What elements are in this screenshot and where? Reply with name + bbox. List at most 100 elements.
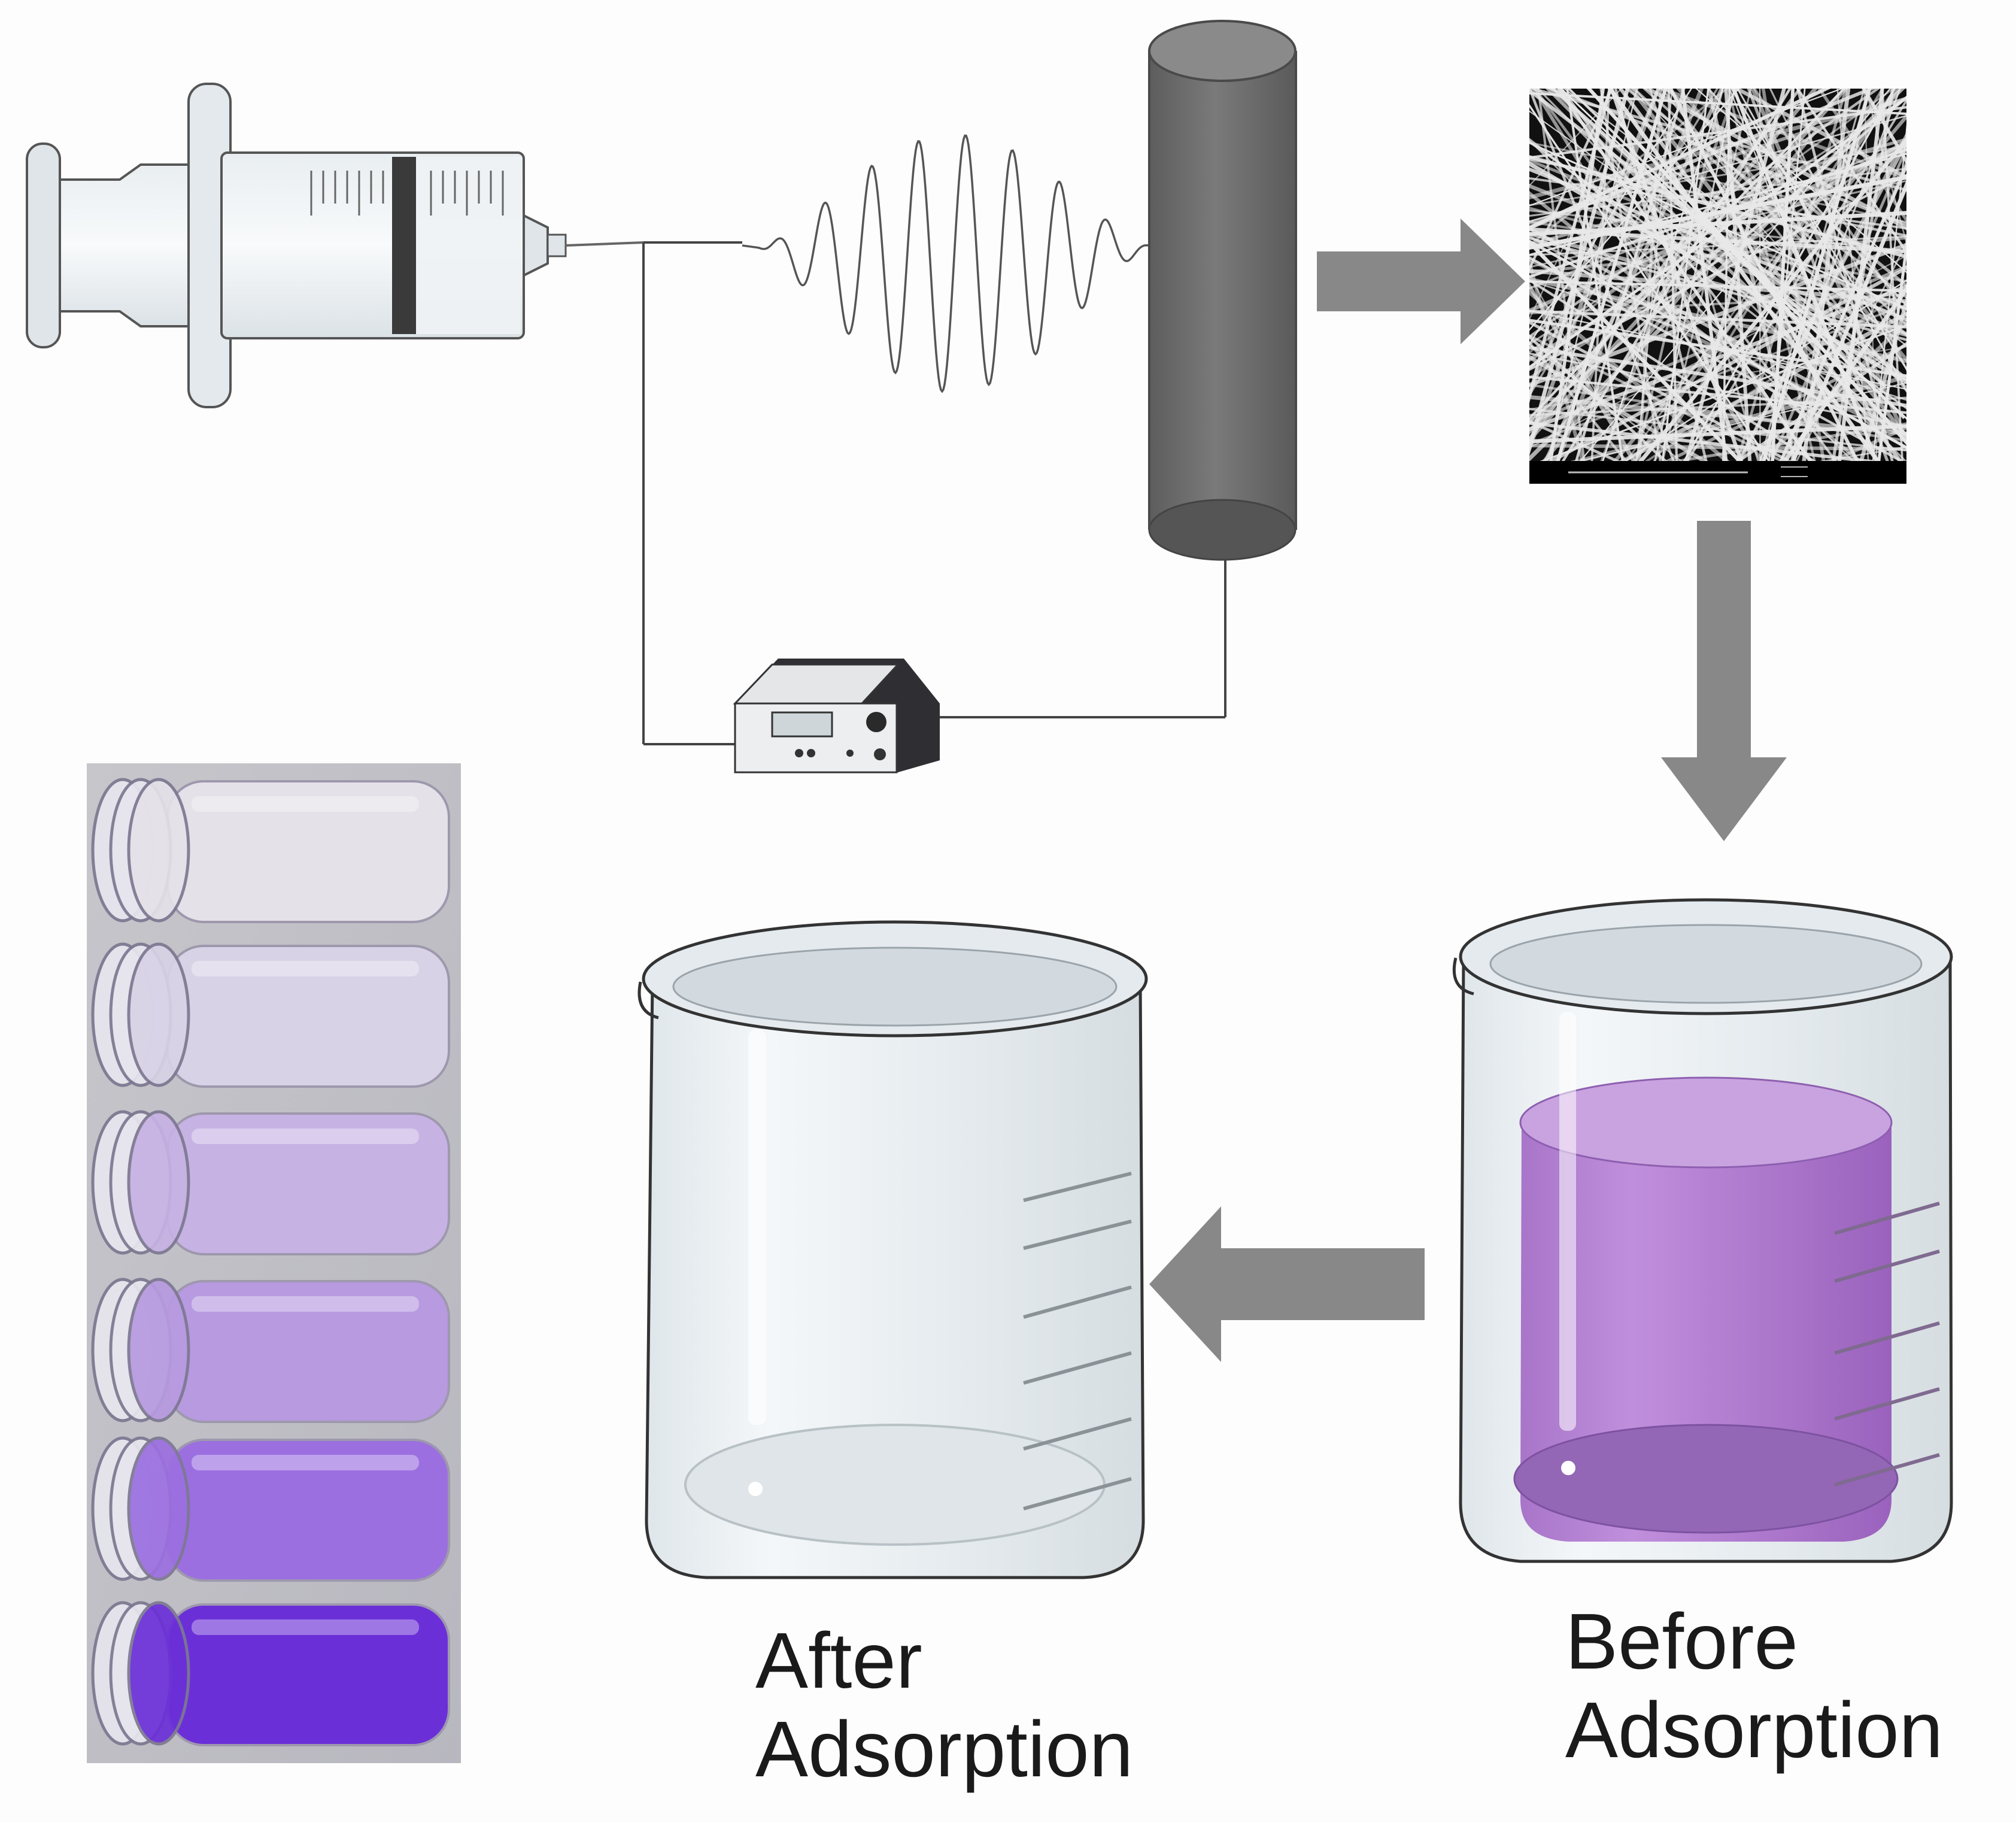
nanofiber-strand xyxy=(1529,408,1906,452)
nanofiber-strand xyxy=(1529,319,1906,378)
rotating-collector-icon xyxy=(1148,20,1297,561)
nanofiber-strand xyxy=(1529,352,1906,427)
nanofiber-strand xyxy=(1785,89,1871,484)
dye-vials-photo xyxy=(87,763,461,1763)
nanofiber-strand xyxy=(1529,167,1906,322)
nanofiber-strand xyxy=(1747,89,1897,484)
nanofiber-strand xyxy=(1617,343,1906,484)
syringe-icon xyxy=(26,83,644,408)
nanofiber-strand xyxy=(1529,89,1844,207)
nanofiber-strand xyxy=(1568,89,1686,484)
nanofiber-strand xyxy=(1547,89,1704,484)
nanofiber-strand xyxy=(1529,89,1905,462)
nanofiber-strand xyxy=(1881,89,1905,484)
nanofiber-strand xyxy=(1817,89,1906,223)
circuit-wires xyxy=(642,241,1226,745)
nanofiber-strand xyxy=(1529,177,1906,230)
nanofiber-strand xyxy=(1667,89,1678,484)
nanofiber-strand xyxy=(1529,141,1906,410)
nanofiber-strand xyxy=(1836,89,1871,484)
nanofiber-strand xyxy=(1835,89,1884,484)
nanofiber-strand xyxy=(1593,113,1906,484)
nanofiber-strand xyxy=(1753,89,1906,318)
nanofiber-strand xyxy=(1670,89,1896,484)
electrospinning-jet-icon xyxy=(742,134,1150,393)
before-label-line1: Before xyxy=(1565,1597,1798,1685)
nanofiber-strand xyxy=(1529,424,1906,444)
nanofiber-strand xyxy=(1529,235,1906,256)
nanofiber-strand xyxy=(1529,282,1650,484)
nanofiber-strand xyxy=(1545,89,1887,428)
nanofiber-strand xyxy=(1529,334,1830,484)
nanofiber-strand xyxy=(1529,239,1906,450)
nanofiber-strand xyxy=(1610,289,1906,484)
dye-vial xyxy=(91,778,450,923)
nanofiber-strand xyxy=(1529,157,1906,237)
dye-vial xyxy=(91,1601,450,1746)
before-label-line2: Adsorption xyxy=(1565,1685,1944,1774)
beaker-with-dye-icon xyxy=(1452,898,1953,1563)
nanofiber-strand xyxy=(1642,89,1906,327)
nanofiber-strand xyxy=(1529,141,1906,223)
nanofiber-strand xyxy=(1529,168,1906,217)
nanofiber-strand xyxy=(1529,284,1906,432)
nanofiber-strand xyxy=(1529,180,1906,268)
dye-vial xyxy=(91,1436,450,1582)
nanofiber-strand xyxy=(1529,139,1906,362)
nanofiber-strand xyxy=(1529,89,1623,187)
after-label-line1: After xyxy=(755,1616,922,1704)
nanofiber-strand xyxy=(1616,89,1900,484)
empty-beaker-icon xyxy=(637,920,1148,1579)
nanofiber-strand xyxy=(1529,341,1647,484)
nanofiber-strand xyxy=(1557,89,1827,484)
nanofiber-strand xyxy=(1546,89,1906,226)
beaker-graduations xyxy=(1834,1202,1940,1487)
beaker-graduations xyxy=(1023,1172,1132,1510)
nanofiber-strand xyxy=(1529,89,1639,321)
nanofiber-strand xyxy=(1529,265,1906,425)
nanofiber-strand xyxy=(1777,426,1906,484)
nanofiber-strand xyxy=(1695,89,1906,274)
after-label-line2: Adsorption xyxy=(755,1704,1134,1793)
nanofiber-strand xyxy=(1637,89,1662,484)
before-adsorption-label: Before Adsorption xyxy=(1565,1597,1943,1775)
dye-vial xyxy=(91,1278,450,1423)
nanofiber-strand xyxy=(1529,383,1906,442)
nanofiber-strand xyxy=(1529,280,1906,292)
nanofiber-strand xyxy=(1663,89,1906,288)
nanofiber-sem-image xyxy=(1529,89,1906,484)
dye-vial xyxy=(91,942,450,1088)
nanofiber-strand xyxy=(1750,89,1901,484)
high-voltage-power-supply-icon xyxy=(733,659,940,774)
nanofiber-strand xyxy=(1672,98,1906,484)
nanofiber-strand xyxy=(1529,277,1906,363)
nanofiber-strand xyxy=(1656,89,1906,181)
nanofiber-strand xyxy=(1648,89,1766,484)
nanofiber-strand xyxy=(1529,236,1906,274)
nanofiber-strand xyxy=(1732,89,1887,484)
flow-arrows xyxy=(1149,219,1787,1362)
nanofiber-strand xyxy=(1529,242,1906,387)
nanofiber-strand xyxy=(1529,236,1906,341)
nanofiber-strand xyxy=(1529,89,1895,354)
nanofiber-strand xyxy=(1687,446,1906,484)
nanofiber-strand xyxy=(1529,89,1729,247)
arrow-down xyxy=(1661,521,1787,841)
nanofiber-strand xyxy=(1769,162,1906,484)
nanofiber-strand xyxy=(1566,89,1628,484)
nanofiber-strand xyxy=(1529,184,1906,336)
nanofiber-strand xyxy=(1533,89,1830,484)
nanofiber-strand xyxy=(1729,89,1886,484)
nanofiber-strand xyxy=(1529,175,1906,250)
nanofiber-strand xyxy=(1614,89,1713,484)
nanofiber-strand xyxy=(1753,89,1866,484)
nanofiber-strand xyxy=(1529,137,1906,247)
nanofiber-strand xyxy=(1724,139,1906,484)
nanofiber-strand xyxy=(1529,269,1906,304)
nanofiber-strand xyxy=(1529,274,1650,484)
nanofiber-strand xyxy=(1676,89,1906,362)
nanofiber-strand xyxy=(1589,89,1611,484)
arrow-left xyxy=(1149,1206,1425,1362)
nanofiber-strand xyxy=(1529,174,1906,371)
nanofiber-strand xyxy=(1643,89,1906,230)
